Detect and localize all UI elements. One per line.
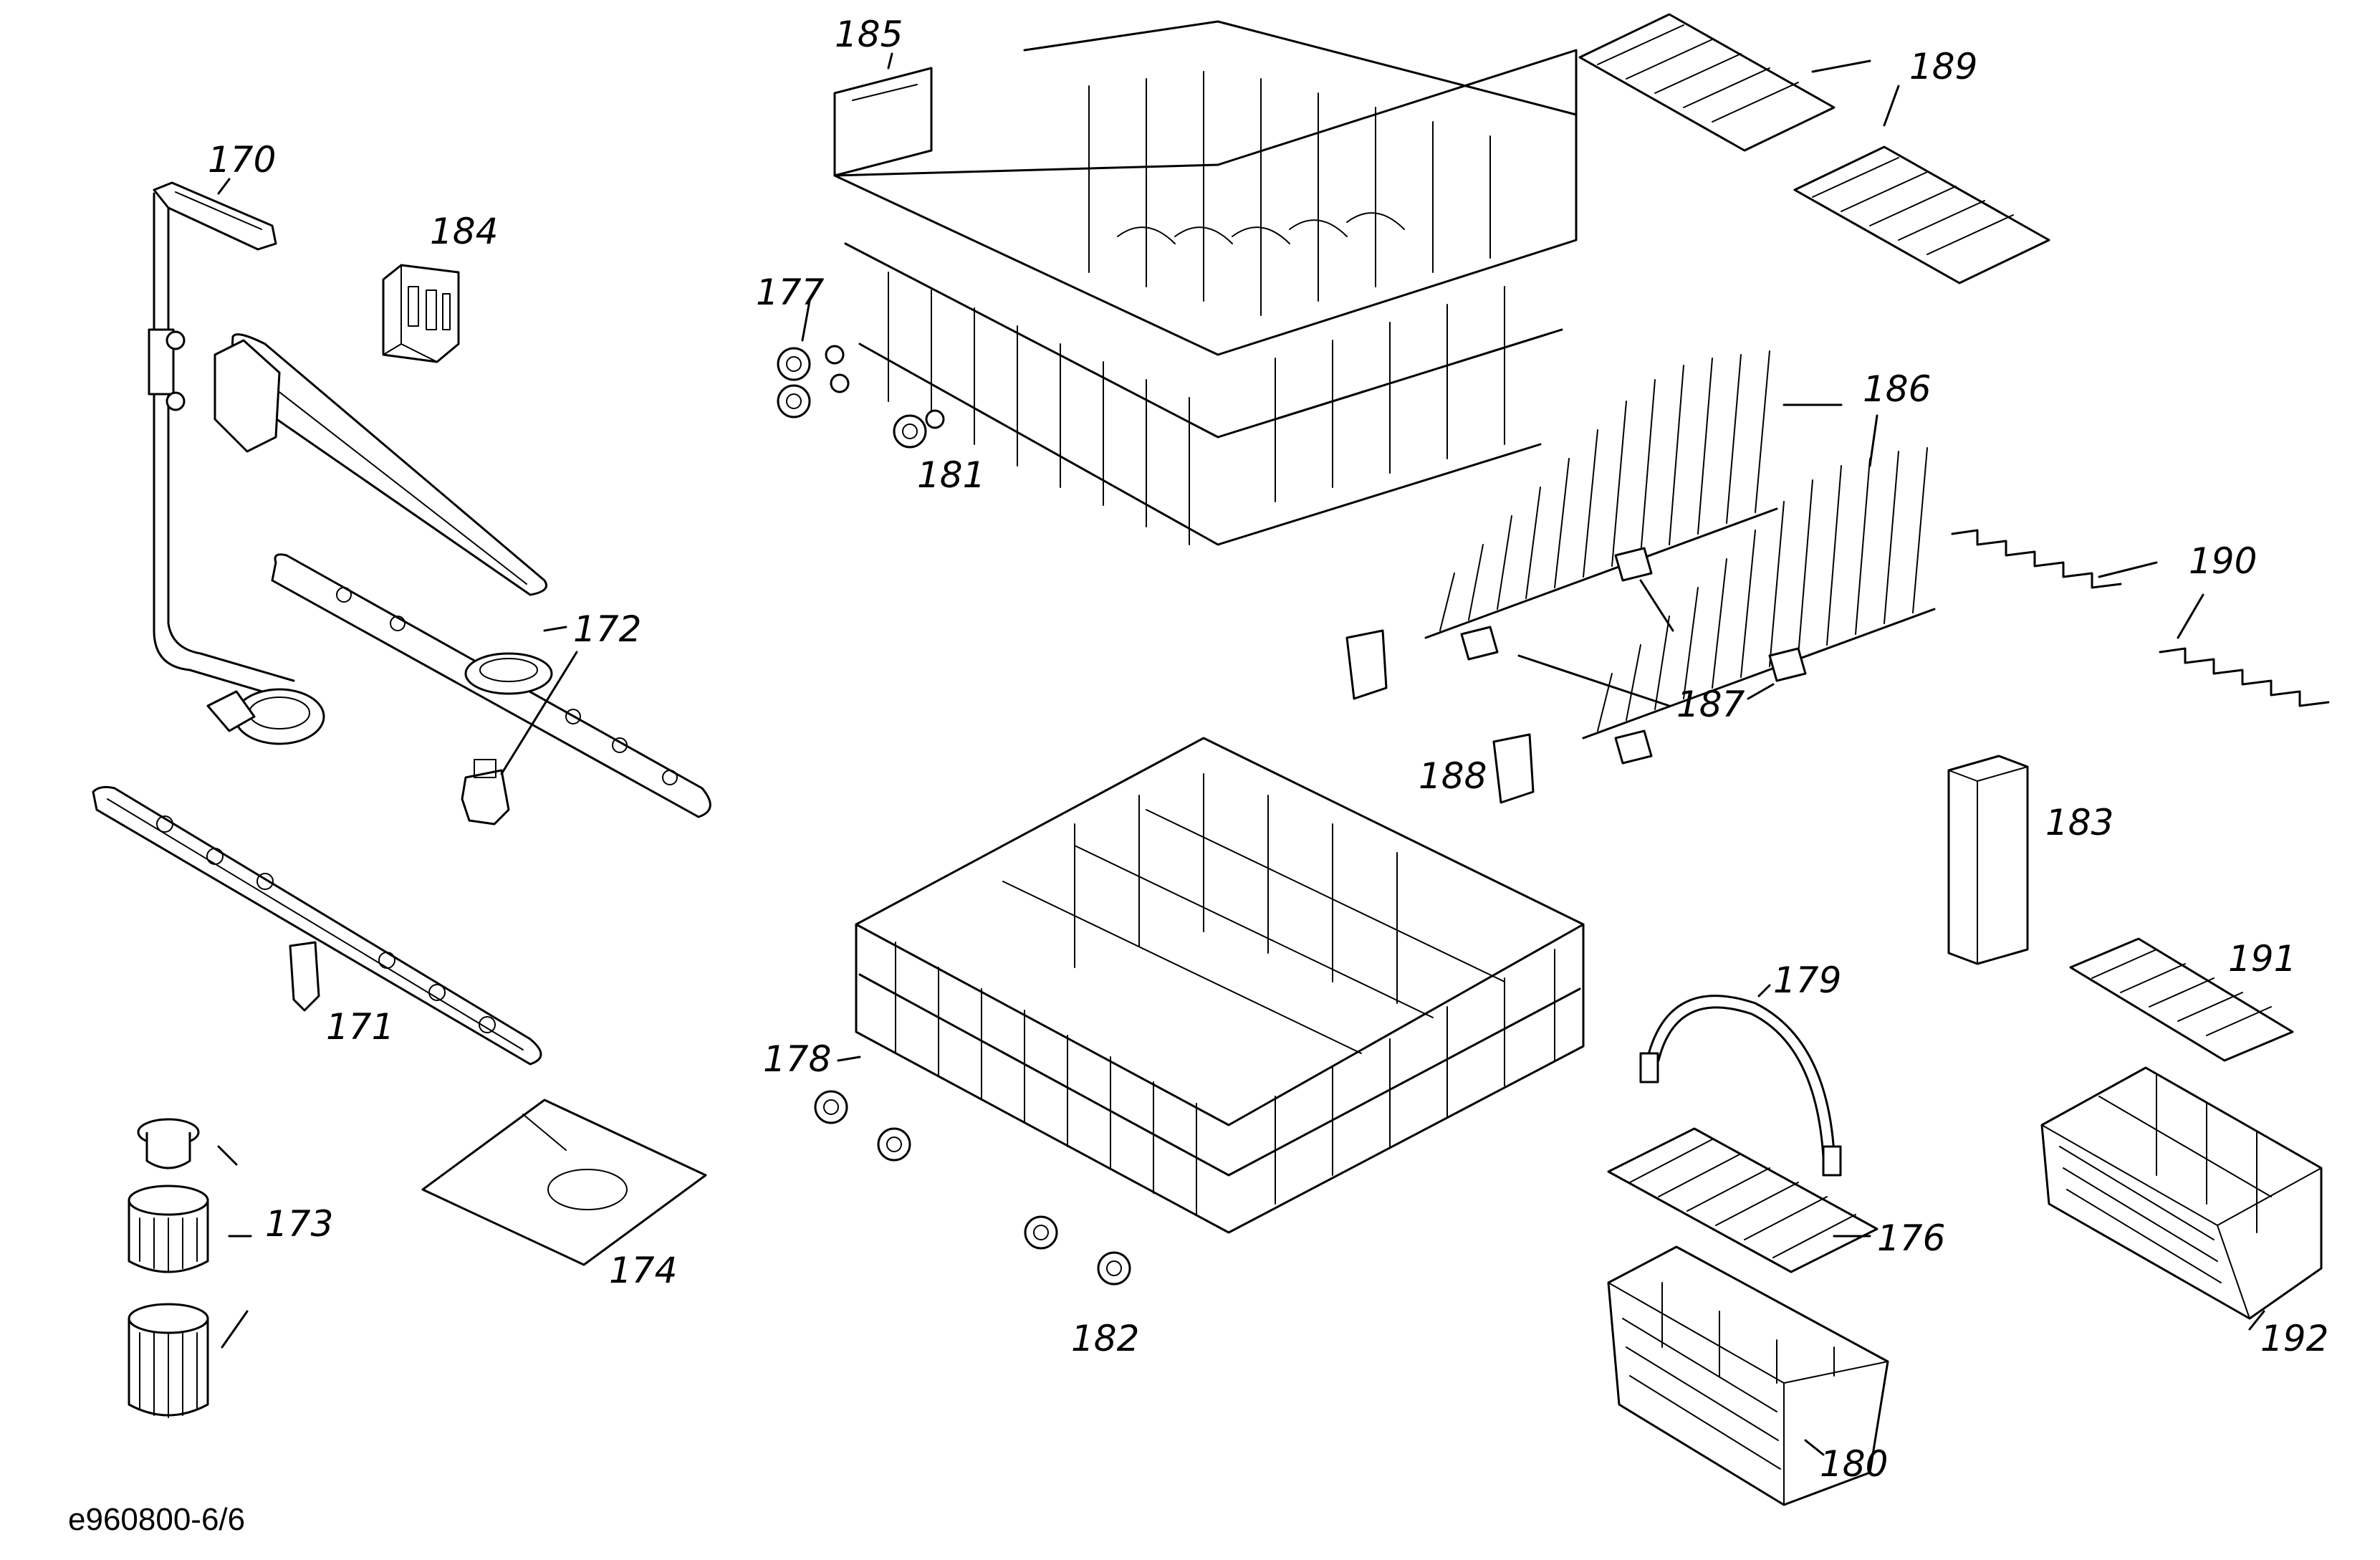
label-184: 184 — [430, 211, 498, 252]
tine-rows — [1424, 350, 1936, 740]
lower-spray-arm — [92, 785, 542, 1066]
filter-set — [128, 1118, 209, 1418]
label-180: 180 — [1820, 1443, 1888, 1485]
lower-basket — [814, 737, 1585, 1286]
label-174: 174 — [609, 1250, 677, 1291]
upper-spray-arm — [213, 333, 711, 826]
cutlery-basket-lid — [1607, 1127, 1878, 1273]
label-191: 191 — [2228, 938, 2296, 980]
label-182: 182 — [1071, 1318, 1139, 1359]
cutlery-insert — [1947, 755, 2029, 965]
label-192: 192 — [2260, 1318, 2328, 1359]
label-172: 172 — [573, 608, 641, 650]
label-170: 170 — [208, 139, 276, 181]
label-186: 186 — [1863, 368, 1931, 410]
callouts: 170 184 172 171 173 174 185 177 181 189 … — [68, 14, 2328, 1537]
label-185: 185 — [835, 14, 903, 55]
flat-filter-plate — [421, 1099, 707, 1266]
cutlery-basket-grid — [2069, 937, 2294, 1062]
tine-row-holders — [1345, 629, 1535, 804]
label-181: 181 — [917, 454, 985, 496]
basket-handle — [1639, 995, 1842, 1177]
label-171: 171 — [326, 1006, 394, 1048]
label-188: 188 — [1419, 755, 1487, 797]
label-173: 173 — [265, 1203, 333, 1245]
label-187: 187 — [1676, 684, 1745, 725]
label-177: 177 — [756, 272, 825, 313]
label-178: 178 — [763, 1038, 831, 1080]
cutlery-basket — [1607, 1245, 1889, 1506]
label-190: 190 — [2189, 540, 2257, 582]
tine-row-clips — [1460, 547, 1807, 765]
cup-racks — [1951, 529, 2330, 707]
label-176: 176 — [1877, 1217, 1945, 1259]
cutlery-basket-large — [2040, 1066, 2323, 1320]
label-179: 179 — [1773, 960, 1841, 1001]
cup-shelves — [1578, 13, 2050, 284]
upper-basket — [777, 20, 1578, 546]
clip — [382, 264, 460, 363]
label-183: 183 — [2045, 802, 2113, 843]
label-189: 189 — [1909, 46, 1977, 87]
diagram-reference: e960800-6/6 — [68, 1502, 245, 1537]
spray-arm-feed-pipe — [148, 181, 325, 745]
